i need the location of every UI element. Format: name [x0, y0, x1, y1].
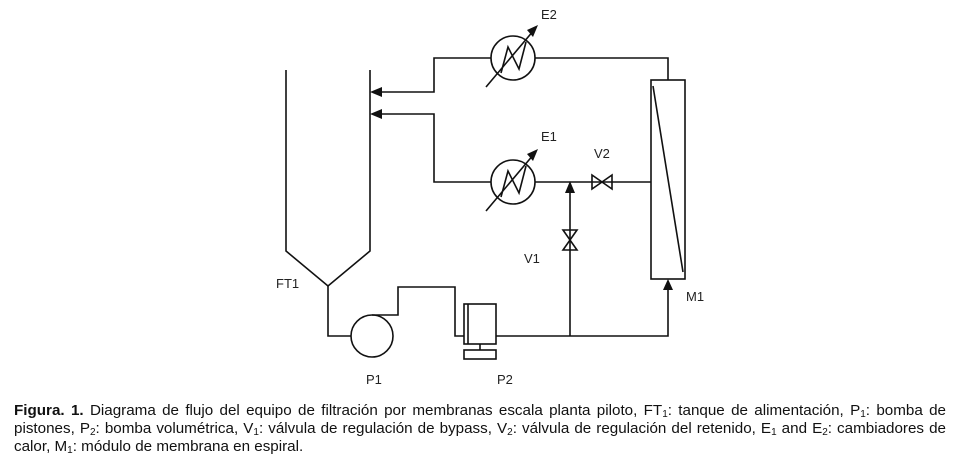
heat-exchanger-e1 — [485, 149, 538, 212]
label-m1: M1 — [686, 289, 704, 304]
label-p2: P2 — [497, 372, 513, 387]
valve-v1 — [561, 229, 579, 251]
arrow-return-lower — [370, 109, 382, 119]
label-e1: E1 — [541, 129, 557, 144]
caption-text: Diagrama de flujo del equipo de filtraci… — [14, 402, 946, 456]
feed-tank-ft1 — [285, 70, 371, 288]
pipe-upper — [378, 57, 669, 93]
arrow-return-upper — [370, 87, 382, 97]
pipe-p1-to-p2 — [393, 286, 464, 337]
arrow-into-module — [663, 279, 673, 290]
pump-p1 — [350, 314, 394, 358]
arrow-bypass-up — [565, 181, 575, 193]
label-v1: V1 — [524, 251, 540, 266]
pipe-p2-discharge — [496, 281, 669, 337]
label-p1: P1 — [366, 372, 382, 387]
label-v2: V2 — [594, 146, 610, 161]
label-ft1: FT1 — [276, 276, 299, 291]
pipe-tank-to-p1 — [327, 286, 351, 337]
membrane-module-m1 — [650, 79, 686, 280]
flow-diagram: FT1 P1 P2 E1 E2 V1 V2 M1 — [276, 7, 704, 387]
valve-v2 — [591, 173, 613, 191]
label-e2: E2 — [541, 7, 557, 22]
figure-caption: Figura. 1. Diagrama de flujo del equipo … — [14, 402, 946, 456]
figure-label: Figura. 1. — [14, 402, 84, 419]
heat-exchanger-e2 — [485, 25, 538, 88]
pump-p2 — [463, 303, 497, 360]
pipe-retentate — [378, 113, 651, 183]
